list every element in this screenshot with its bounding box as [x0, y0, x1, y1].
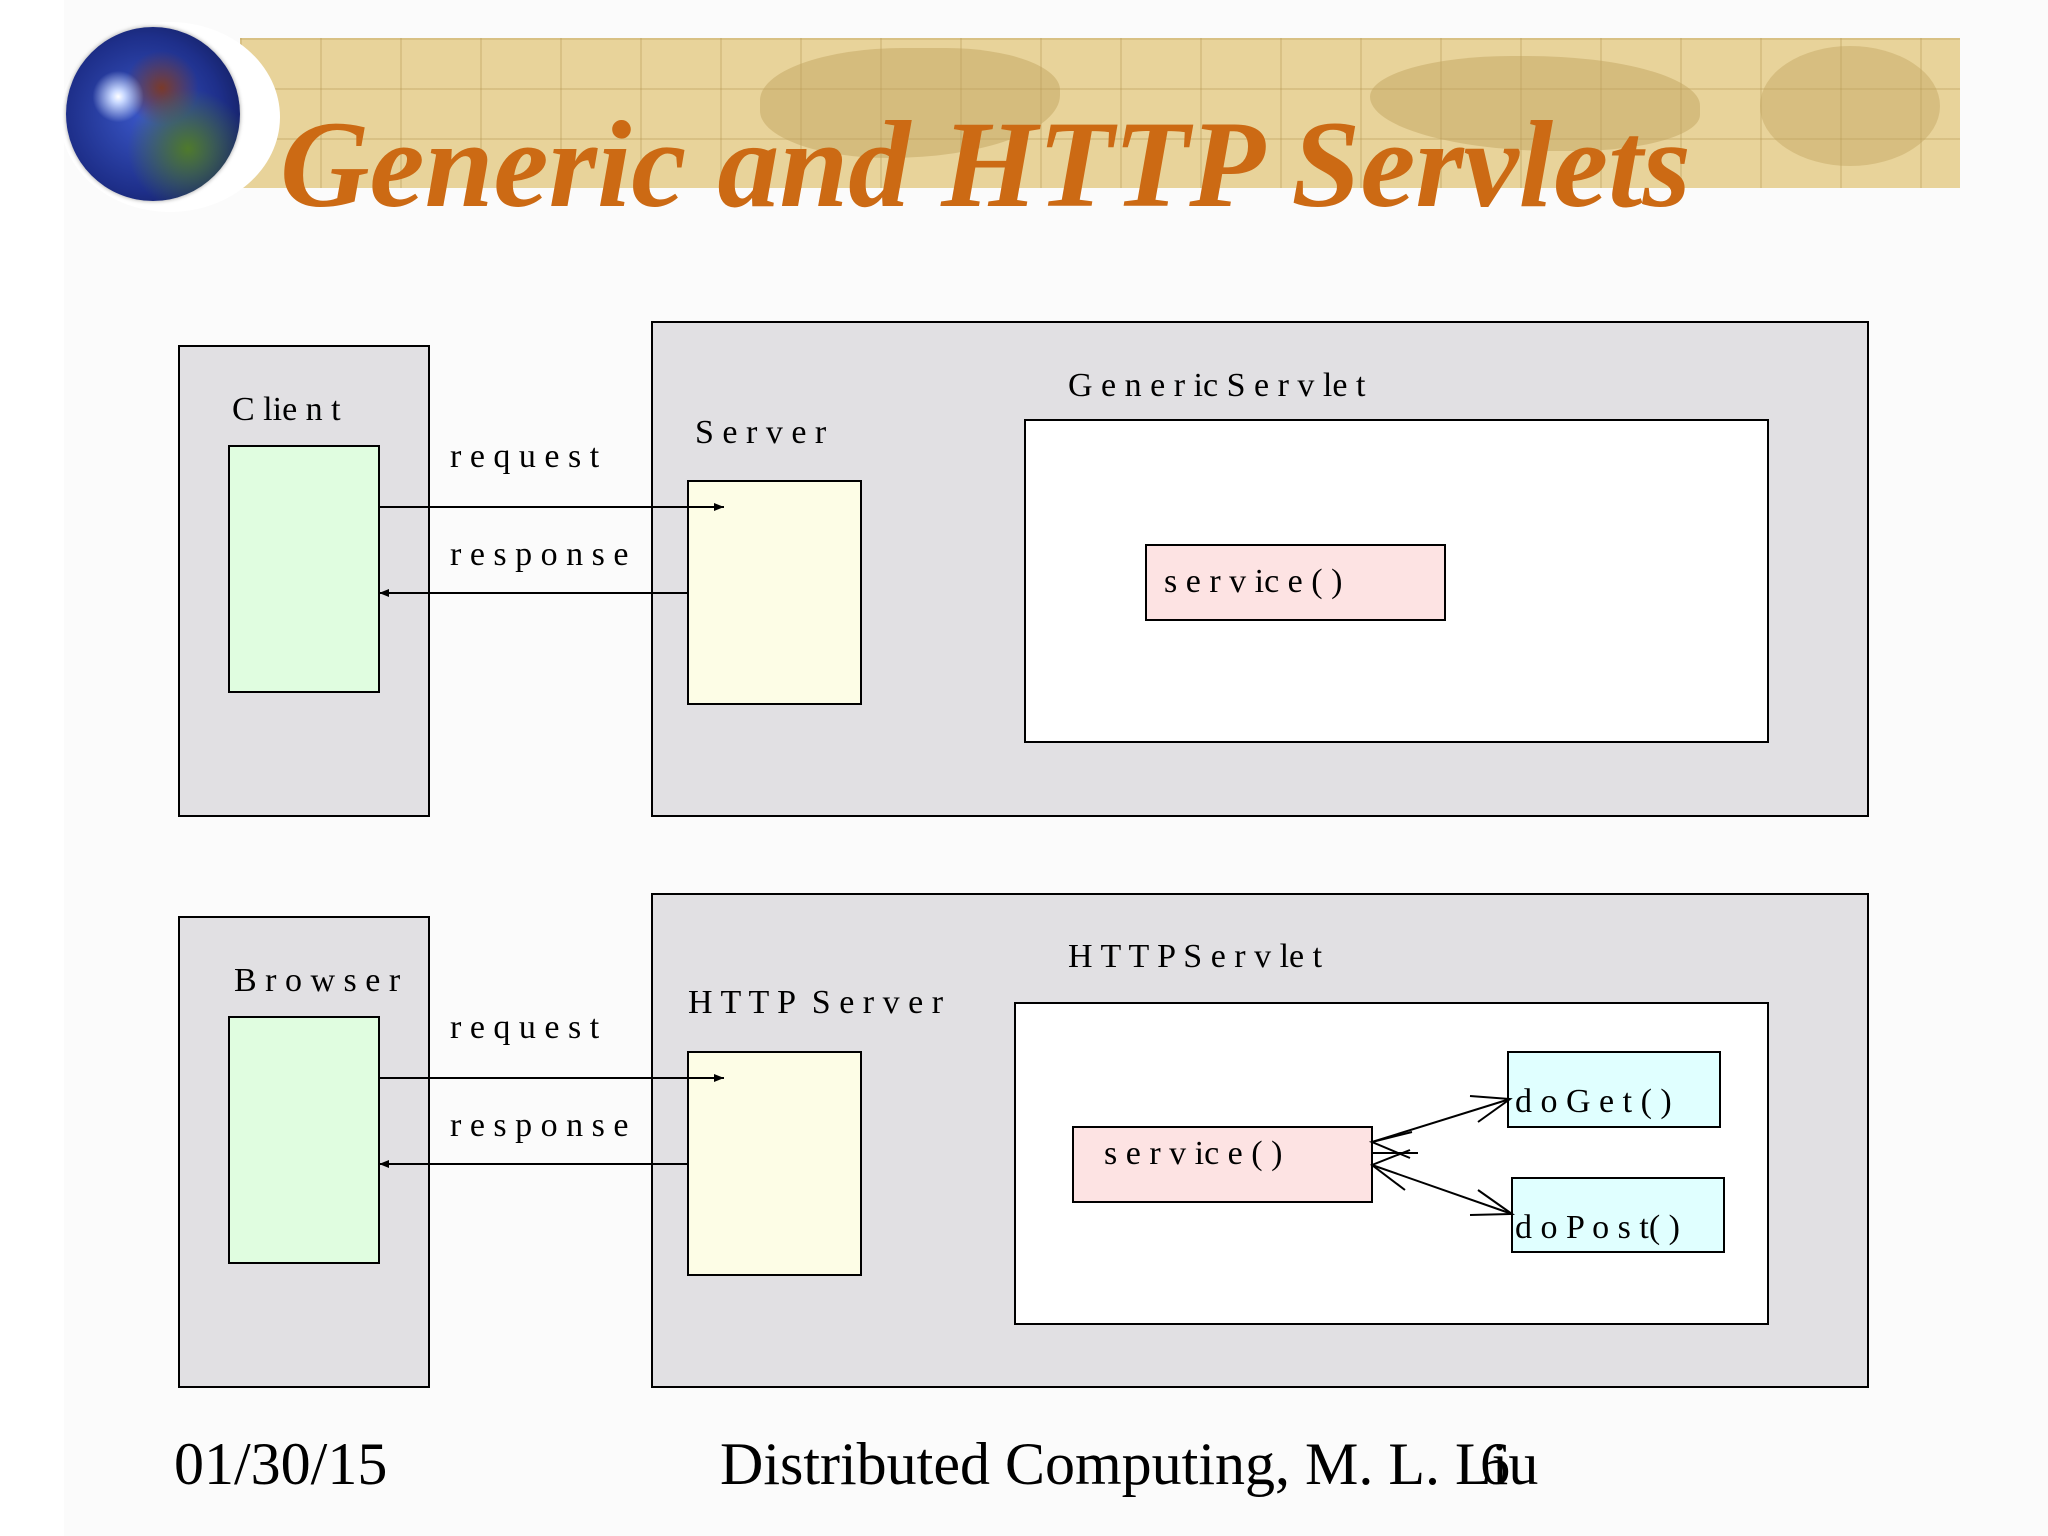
dopost-box	[1511, 1177, 1725, 1253]
response-label: r e s p o n s e	[450, 1107, 628, 1144]
servlet-label: G e n e r ic S e r v le t	[1068, 367, 1366, 404]
request-label: r e q u e s t	[450, 438, 600, 475]
dopost-label: d o P o s t( )	[1515, 1209, 1680, 1246]
http-server-box	[687, 1051, 862, 1276]
http-servlet-label: H T T P S e r v le t	[1068, 938, 1323, 975]
server-box	[687, 480, 862, 705]
browser-label: B r o w s e r	[234, 962, 401, 999]
response-label: r e s p o n s e	[450, 536, 628, 573]
service-box	[1072, 1126, 1373, 1203]
service-to-dopost-link	[1371, 1164, 1513, 1215]
doget-box	[1507, 1051, 1721, 1128]
service-label: s e r v ic e ( )	[1164, 563, 1342, 600]
map-continent	[1760, 46, 1940, 166]
service-box	[1145, 544, 1446, 621]
globe-icon	[66, 27, 240, 201]
client-box	[228, 445, 380, 693]
service-label: s e r v ic e ( )	[1104, 1135, 1282, 1172]
footer-date: 01/30/15	[174, 1431, 388, 1497]
http-server-label: H T T P S e r v e r	[688, 984, 944, 1021]
client-label: C lie n t	[232, 391, 341, 428]
service-to-doget-link	[1371, 1098, 1511, 1143]
dopost-open-arrowhead	[1469, 1189, 1516, 1216]
service-open-arrowhead-bottom	[1369, 1149, 1411, 1191]
page-number: 6	[1480, 1431, 1510, 1497]
browser-box	[228, 1016, 380, 1264]
doget-open-arrowhead	[1469, 1095, 1513, 1123]
slide-title: Generic and HTTP Servlets	[280, 96, 1691, 233]
bottom-diagram: B r o w s e r H T T P S e r v e r H T T …	[178, 893, 1869, 1388]
top-diagram: C lie n t S e r v e r G e n e r ic S e r…	[178, 321, 1869, 817]
world-map-banner	[240, 38, 1960, 188]
doget-label: d o G e t ( )	[1515, 1083, 1672, 1120]
footer-course: Distributed Computing, M. L. Liu	[720, 1431, 1539, 1497]
server-label: S e r v e r	[695, 414, 827, 451]
request-label: r e q u e s t	[450, 1009, 600, 1046]
map-continent	[1370, 56, 1700, 151]
